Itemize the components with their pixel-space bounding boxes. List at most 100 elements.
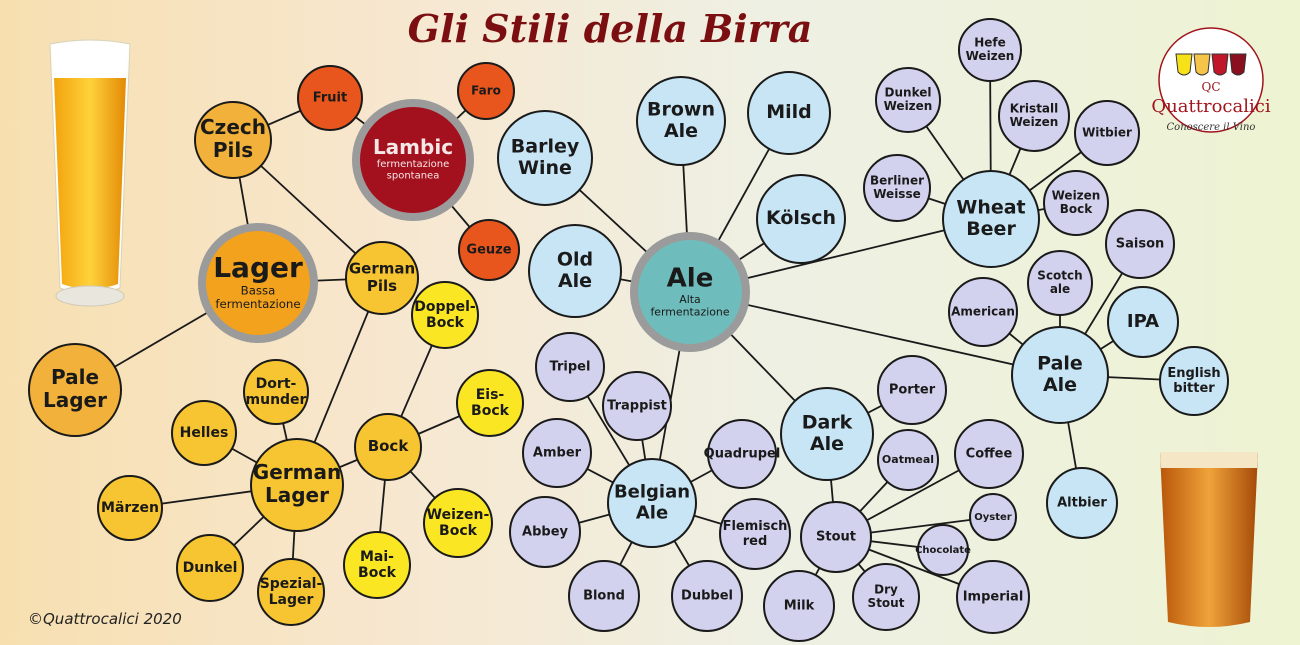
node-label: Oatmeal	[882, 453, 934, 466]
node-label: Chocolate	[915, 545, 971, 556]
node-label: Pils	[367, 277, 397, 295]
node-bock: Bock	[355, 414, 421, 480]
node-chocolate: Chocolate	[915, 525, 971, 575]
node-label: German	[253, 460, 341, 484]
node-label: Pale	[51, 365, 99, 389]
node-sublabel: Alta	[679, 293, 700, 306]
node-label: Weizen	[966, 49, 1015, 63]
node-label: Kölsch	[766, 207, 836, 229]
node-label: Weizen-	[427, 507, 490, 523]
node-milk: Milk	[764, 571, 834, 641]
node-label: Ale	[810, 433, 844, 455]
node-label: Bock	[1060, 202, 1094, 216]
node-lambic: Lambicfermentazionespontanea	[352, 99, 474, 221]
node-label: Lager	[265, 483, 329, 507]
node-label: Beer	[966, 218, 1016, 240]
node-mild: Mild	[748, 72, 830, 154]
node-dunkel: Dunkel	[177, 535, 243, 601]
node-label: Fruit	[313, 91, 347, 106]
node-helles: Helles	[172, 401, 236, 465]
node-label: Pils	[213, 138, 253, 162]
node-label: Wine	[518, 157, 572, 179]
node-label: Weisse	[873, 187, 920, 201]
node-flemisch: Flemischred	[720, 499, 790, 569]
node-label: Scotch	[1037, 268, 1082, 282]
node-sublabel: Bassa	[241, 284, 276, 298]
node-label: Coffee	[966, 447, 1013, 462]
node-label: Dunkel	[885, 85, 932, 99]
node-label: Barley	[511, 135, 580, 157]
node-sublabel: spontanea	[387, 171, 440, 182]
node-amber: Amber	[523, 419, 591, 487]
node-label: Ale	[667, 264, 714, 294]
node-label: Amber	[533, 446, 582, 461]
node-label: Imperial	[963, 590, 1024, 605]
node-label: Bock	[439, 523, 478, 539]
node-label: red	[743, 534, 768, 549]
node-label: Spezial-	[260, 576, 323, 592]
node-label: Lager	[43, 388, 107, 412]
node-label: English	[1167, 366, 1220, 381]
node-tripel: Tripel	[536, 333, 604, 401]
node-porter: Porter	[878, 356, 946, 424]
node-label: Quadrupel	[704, 447, 781, 462]
node-label: Lager	[269, 592, 314, 608]
node-label: Kristall	[1010, 101, 1059, 115]
node-label: Pale	[1037, 352, 1083, 374]
node-blond: Blond	[569, 561, 639, 631]
node-label: munder	[246, 392, 307, 408]
node-trappist: Trappist	[603, 372, 671, 440]
node-label: Faro	[471, 83, 501, 97]
node-faro: Faro	[458, 63, 514, 119]
node-oatmeal: Oatmeal	[878, 430, 938, 490]
node-barley: BarleyWine	[498, 111, 592, 205]
node-label: ale	[1050, 282, 1070, 296]
node-label: Berliner	[870, 173, 924, 187]
node-kolsch: Kölsch	[757, 175, 845, 263]
node-american: American	[949, 278, 1017, 346]
node-altbier: Altbier	[1047, 468, 1117, 538]
node-label: Märzen	[101, 500, 159, 516]
node-label: Belgian	[614, 482, 690, 503]
node-pale_lager: PaleLager	[29, 344, 121, 436]
node-label: Bock	[471, 403, 510, 419]
node-label: Ale	[636, 502, 668, 523]
node-label: Bock	[358, 565, 397, 581]
copyright-text: ©Quattrocalici 2020	[28, 610, 182, 628]
node-label: IPA	[1127, 311, 1159, 332]
node-label: Dark	[802, 411, 853, 433]
node-label: Eis-	[476, 387, 505, 403]
node-label: Mild	[766, 101, 812, 123]
node-sublabel: fermentazione	[377, 159, 450, 170]
node-weizenbock_y: Weizen-Bock	[424, 489, 492, 557]
node-label: Weizen	[884, 99, 933, 113]
node-label: Hefe	[974, 35, 1006, 49]
node-label: Wheat	[956, 196, 1025, 218]
node-label: Ale	[558, 270, 592, 292]
node-marzen: Märzen	[98, 476, 162, 540]
node-coffee: Coffee	[955, 420, 1023, 488]
node-abbey: Abbey	[510, 497, 580, 567]
node-eisbock: Eis-Bock	[457, 370, 523, 436]
node-label: American	[951, 304, 1015, 318]
node-label: Helles	[180, 425, 229, 441]
node-label: Witbier	[1082, 125, 1132, 139]
node-label: Old	[557, 248, 593, 270]
node-label: Stout	[868, 596, 905, 610]
node-sublabel: fermentazione	[650, 305, 729, 318]
node-label: Ale	[664, 120, 698, 142]
